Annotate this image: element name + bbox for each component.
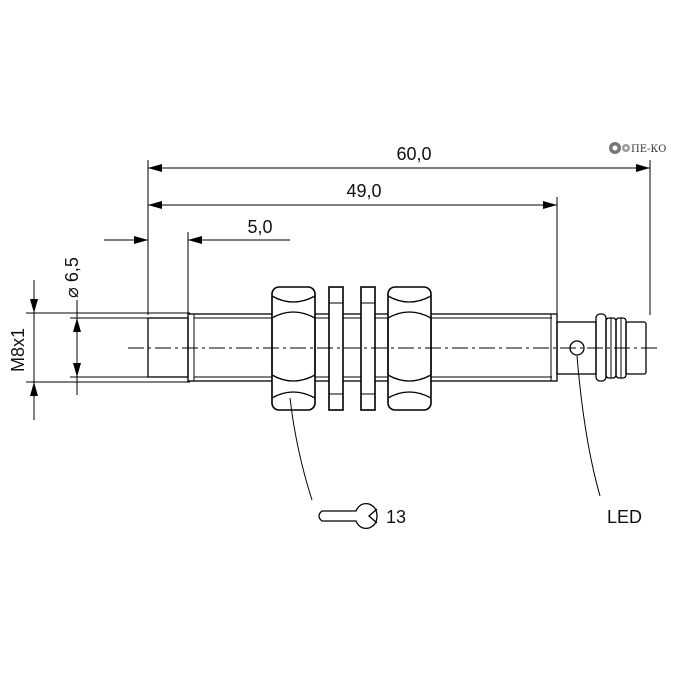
led-callout: LED (576, 355, 642, 527)
sensing-face-label: 5,0 (247, 217, 272, 237)
wrench-leader-line (289, 397, 313, 501)
wrench-size-label: 13 (386, 507, 406, 527)
led-label: LED (607, 507, 642, 527)
wrench-icon (318, 503, 378, 529)
led-leader-line (576, 355, 601, 497)
dimension-overall-length: 60,0 (147, 144, 651, 315)
peko-logo: ПЕ-КО (609, 142, 666, 155)
diameter-label: ⌀ 6,5 (62, 257, 82, 298)
wrench-callout: 13 (289, 397, 406, 529)
dimension-body-length: 49,0 (148, 181, 558, 315)
dimension-sensing-face: 5,0 (104, 217, 290, 315)
dimension-diameter: ⌀ 6,5 (62, 257, 148, 395)
logo-text: ПЕ-КО (631, 144, 666, 155)
dimension-thread: M8x1 (8, 280, 190, 420)
thread-label: M8x1 (8, 328, 28, 372)
gear-icon (609, 142, 630, 154)
body-length-label: 49,0 (346, 181, 381, 201)
overall-length-label: 60,0 (396, 144, 431, 164)
